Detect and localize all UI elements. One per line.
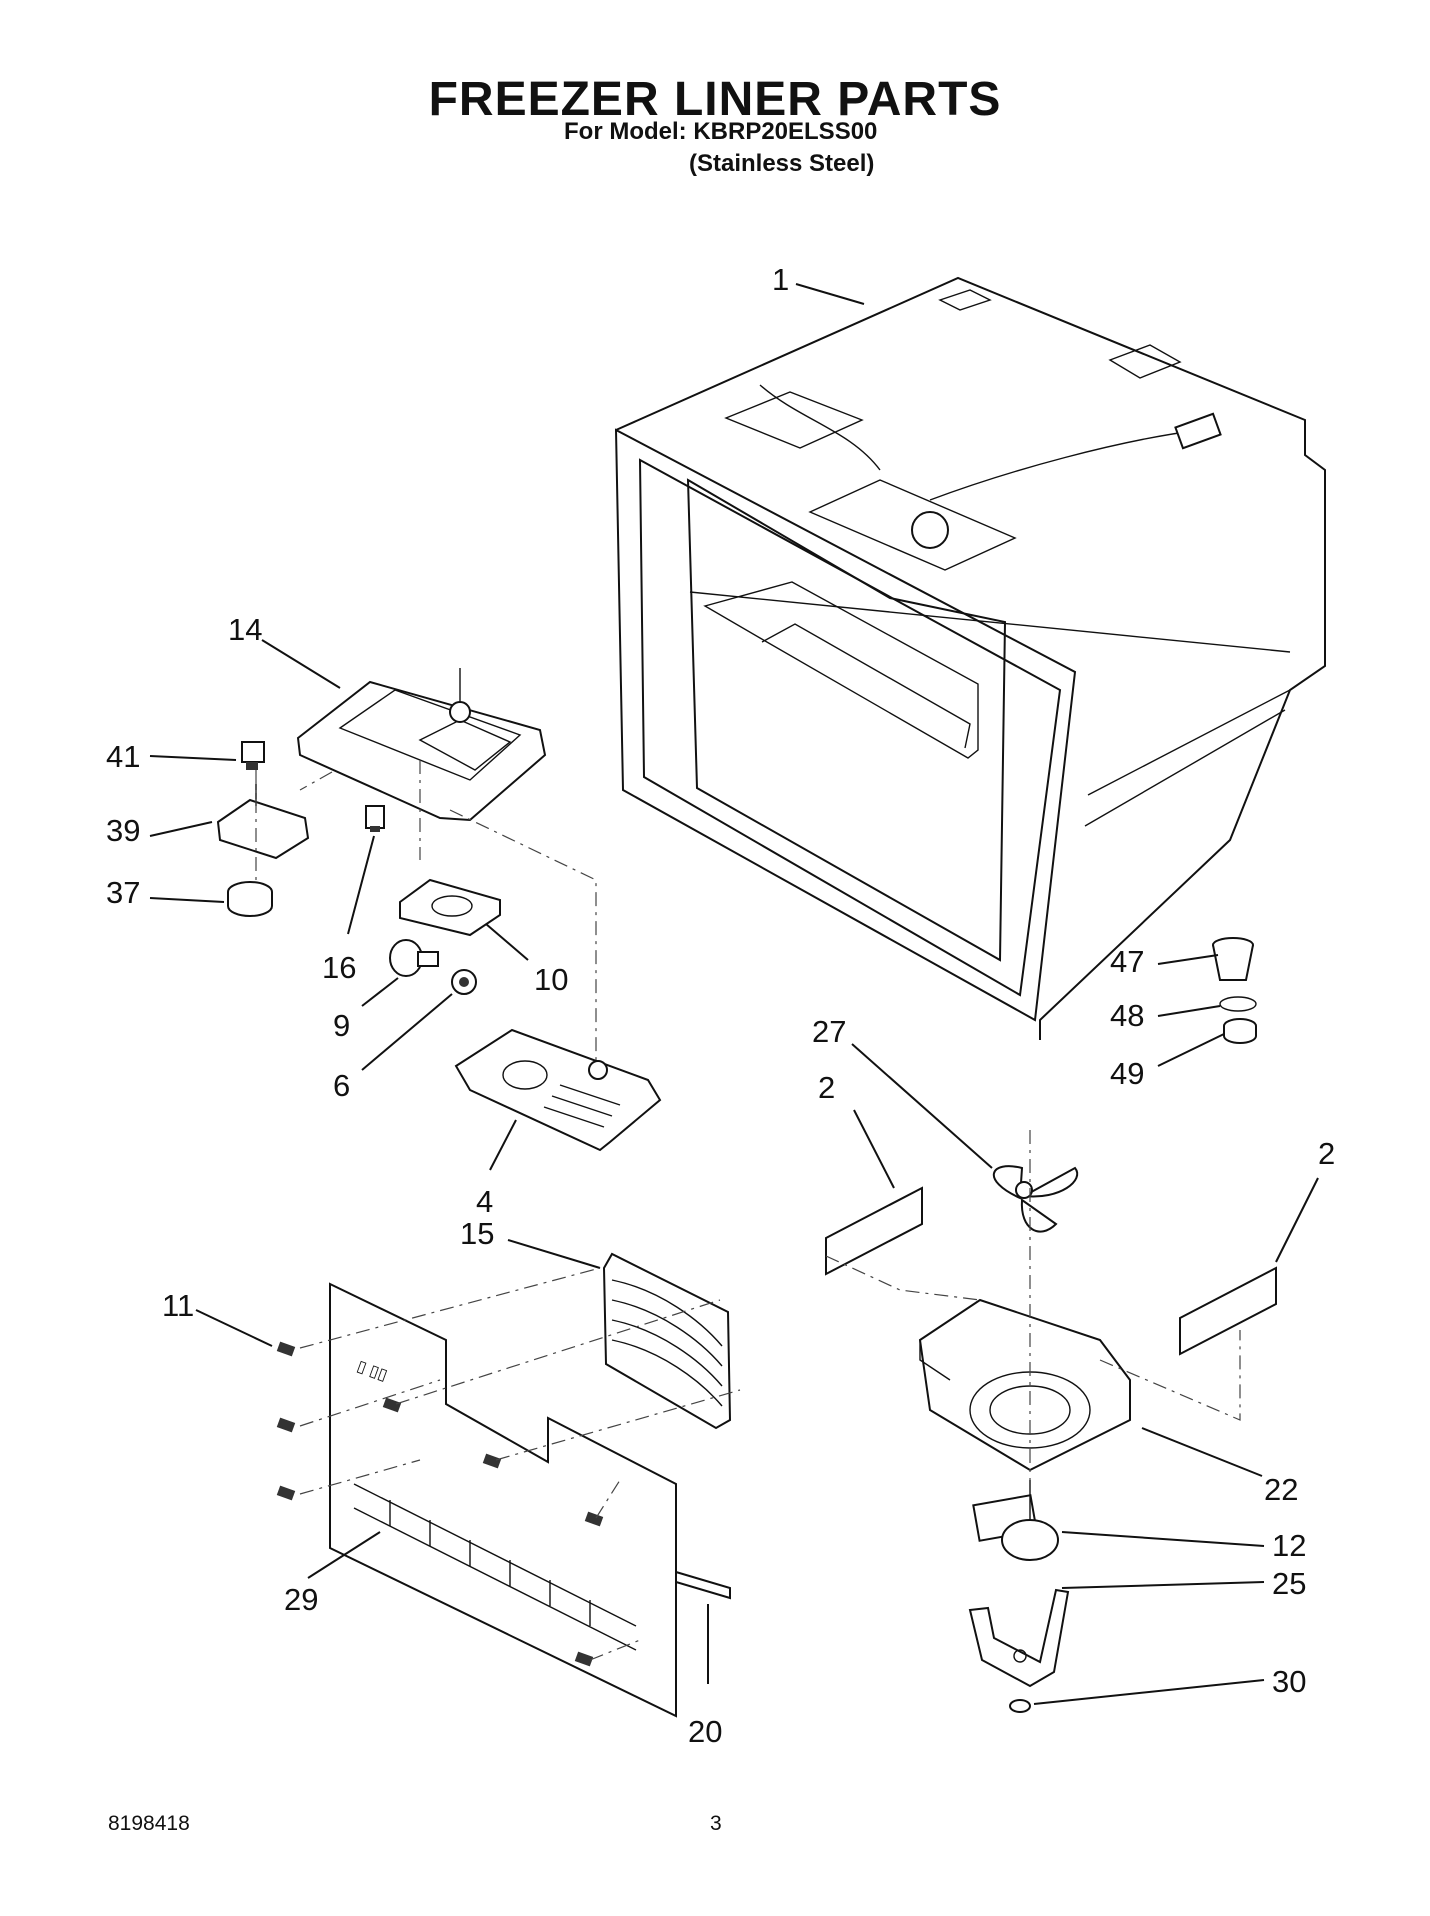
- callout-39: 39: [106, 813, 140, 848]
- leader-12: [195, 1309, 273, 1347]
- page-number: 3: [710, 1812, 722, 1835]
- leader-9: [361, 977, 399, 1007]
- switch-part-41: [241, 741, 265, 770]
- leader-1: [795, 283, 865, 305]
- leader-4: [489, 1119, 517, 1171]
- callout-30: 12: [1272, 1528, 1306, 1563]
- leader-22: [507, 1239, 601, 1269]
- light-bulb-part-9: [389, 939, 439, 977]
- callout-10: 10: [534, 962, 568, 997]
- callout-4: 4: [476, 1184, 493, 1219]
- callout-2-left: 2: [818, 1070, 835, 1105]
- callout-25: 22: [1264, 1472, 1298, 1507]
- leader-2-right: [1275, 1177, 1319, 1263]
- freezer-liner-part: [614, 276, 1326, 1040]
- callout-37: 37: [106, 875, 140, 910]
- callout-15: 25: [1272, 1566, 1306, 1601]
- callout-48: 48: [1110, 998, 1144, 1033]
- leader-15: [1061, 1581, 1265, 1589]
- motor-bracket-part-15: [968, 1588, 1070, 1688]
- knob-part-37: [227, 881, 273, 917]
- callout-14: 14: [228, 612, 262, 647]
- callout-20: 20: [688, 1714, 722, 1749]
- leader-16: [347, 835, 375, 935]
- callout-16: 16: [322, 950, 356, 985]
- leader-27: [851, 1043, 993, 1169]
- leader-49: [1157, 1033, 1225, 1067]
- callout-12: 11: [162, 1288, 194, 1323]
- leader-14: [261, 639, 341, 689]
- screws-part-12: [276, 1341, 604, 1667]
- foam-strip-part-20: [675, 1570, 731, 1600]
- model-line: For Model: KBRP20ELSS00: [564, 118, 878, 145]
- callout-41: 41: [106, 739, 140, 774]
- light-housing-part-10: [399, 878, 501, 937]
- air-duct-part-22: [602, 1252, 732, 1430]
- socket-part-6: [451, 969, 477, 995]
- leader-41: [149, 755, 237, 761]
- callout-47: 47: [1110, 944, 1144, 979]
- page-title: FREEZER LINER PARTS: [428, 73, 1002, 126]
- leader-48: [1157, 1005, 1221, 1017]
- callout-22: 15: [460, 1216, 494, 1251]
- foam-strip-part-2-left: [825, 1186, 923, 1276]
- leader-25: [1141, 1427, 1263, 1477]
- leader-47: [1157, 954, 1219, 965]
- svg-text:▯ ▯▯: ▯ ▯▯: [355, 1358, 390, 1385]
- leader-10: [485, 923, 529, 961]
- leader-11: [307, 1531, 381, 1579]
- document-number: 8198418: [108, 1812, 190, 1835]
- switch-part-16: [365, 805, 385, 832]
- light-assembly-parts-47-48-49: [1212, 937, 1257, 1044]
- leader-37: [149, 897, 225, 903]
- foam-strip-part-2-right: [1179, 1266, 1277, 1356]
- fan-motor-part-30: [972, 1480, 1059, 1561]
- callout-9: 9: [333, 1008, 350, 1043]
- callout-6: 6: [333, 1068, 350, 1103]
- leader-29: [1033, 1679, 1265, 1705]
- leader-2-left: [853, 1109, 895, 1189]
- screw-part-29: [1009, 1699, 1031, 1713]
- fan-blade-part-27: [993, 1165, 1078, 1233]
- control-housing-part: [296, 668, 547, 822]
- bracket-part-39: [216, 784, 310, 860]
- callout-2-right: 2: [1318, 1136, 1335, 1171]
- rear-panel-part-11: ▯ ▯▯: [329, 1282, 677, 1718]
- leader-6: [361, 993, 453, 1071]
- leader-39: [149, 821, 213, 837]
- callout-27: 27: [812, 1014, 846, 1049]
- leader-30: [1061, 1531, 1265, 1547]
- callout-11: 29: [284, 1582, 318, 1617]
- callout-1: 1: [772, 262, 789, 297]
- light-shield-part-4: [454, 1028, 662, 1152]
- callout-49: 49: [1110, 1056, 1144, 1091]
- fan-shroud-part-25: [918, 1298, 1131, 1472]
- model-variant: (Stainless Steel): [689, 150, 875, 177]
- callout-29: 30: [1272, 1664, 1306, 1699]
